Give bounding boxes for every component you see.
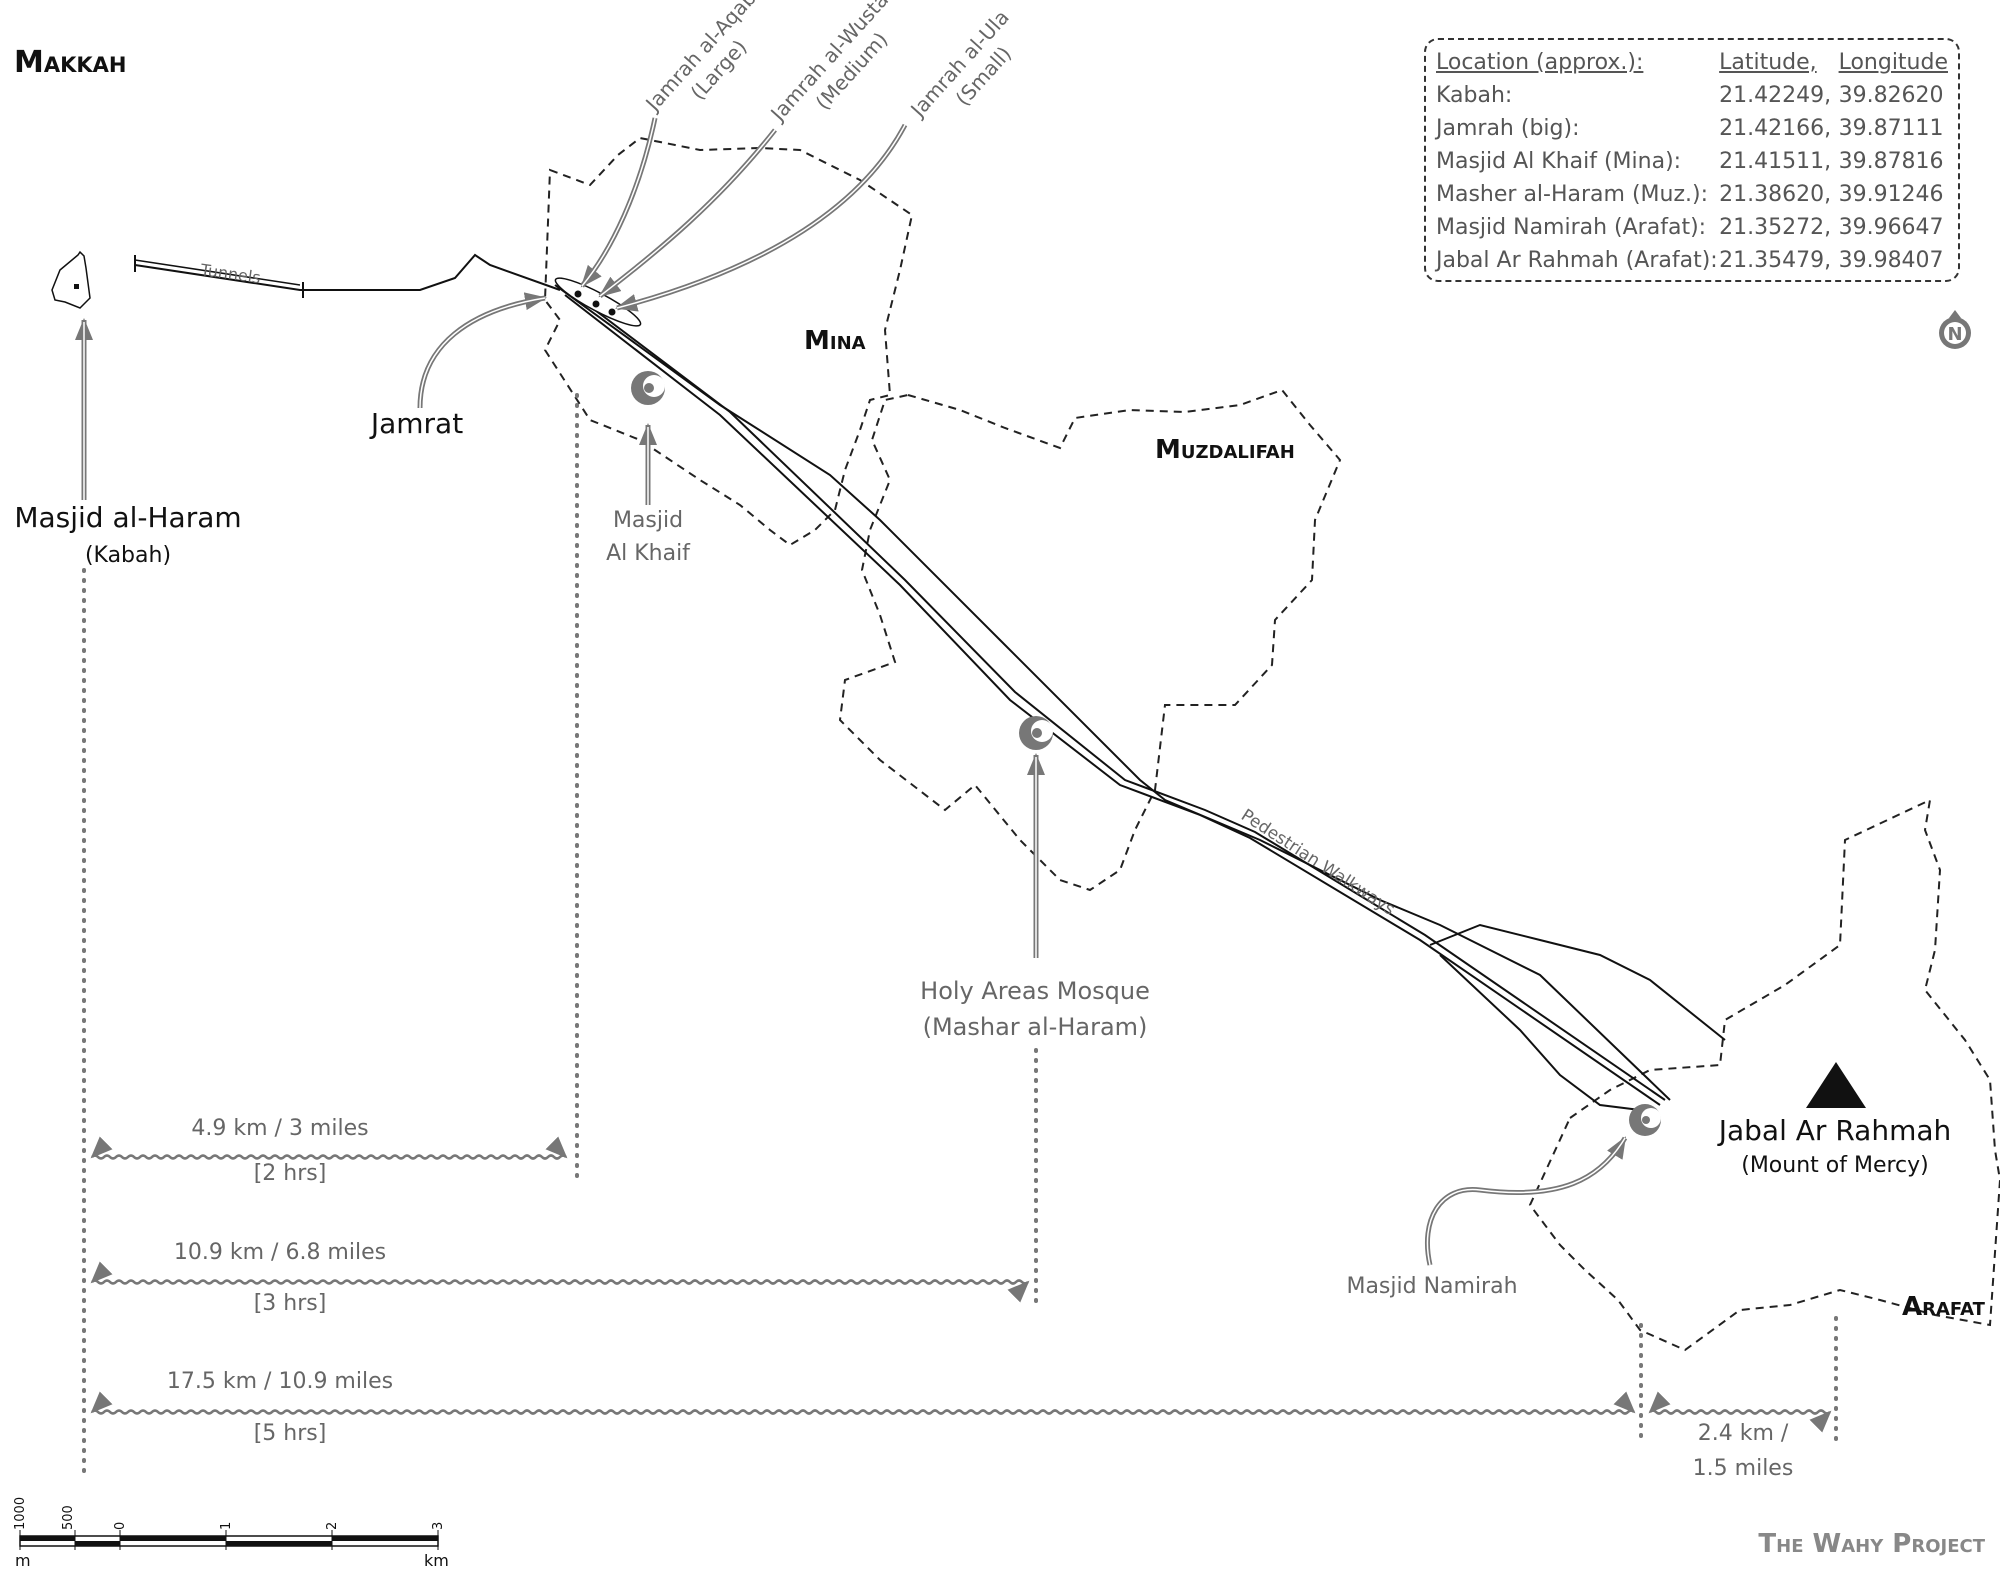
coordinates-legend: Location (approx.): Latitude, Longitude …: [1424, 38, 1960, 282]
table-row: Masjid Al Khaif (Mina): 21.41511, 39.878…: [1436, 145, 1948, 178]
row-latitude: 21.38620,: [1719, 182, 1832, 207]
crescent-icon: [1629, 1104, 1661, 1136]
distance-rahmah-1: 2.4 km /: [1698, 1421, 1789, 1446]
row-longitude: 39.98407: [1838, 248, 1944, 273]
walkways-label: Pedestrian Walkways: [1237, 805, 1398, 919]
scale-tick-1000: 1000: [13, 1497, 28, 1530]
header-location: Location (approx.):: [1436, 50, 1644, 75]
scale-tick-0: 0: [113, 1522, 128, 1530]
tunnel-road: [134, 253, 561, 291]
khaif-label-1: Masjid: [613, 508, 683, 533]
table-row: Masher al-Haram (Muz.): 21.38620, 39.912…: [1436, 178, 1948, 211]
crescent-icon: [1019, 716, 1053, 750]
jamrah-aqabah-label-1: Jamrah al-Aqabah: [640, 0, 778, 117]
row-longitude: 39.87816: [1838, 149, 1944, 174]
distance-jamrat: 4.9 km / 3 miles: [191, 1116, 368, 1141]
scale-unit-km: km: [424, 1551, 449, 1570]
table-row: Jamrah (big): 21.42166, 39.87111: [1436, 112, 1948, 145]
row-latitude: 21.35479,: [1719, 248, 1832, 273]
coordinates-table: Location (approx.): Latitude, Longitude …: [1436, 46, 1948, 277]
arafat-branch-road: [1429, 923, 1726, 1041]
table-row: Masjid Namirah (Arafat): 21.35272, 39.96…: [1436, 211, 1948, 244]
jamrat-label: Jamrat: [369, 407, 463, 440]
row-latitude: 21.35272,: [1719, 215, 1832, 240]
row-longitude: 39.96647: [1838, 215, 1944, 240]
distance-rahmah-2: 1.5 miles: [1693, 1456, 1794, 1481]
kabah-icon: [51, 250, 91, 309]
footer-credit: The Wahy Project: [1758, 1529, 1985, 1559]
compass-letter: N: [1947, 324, 1962, 345]
time-jamrat: [2 hrs]: [254, 1161, 327, 1186]
header-latitude: Latitude,: [1719, 50, 1817, 75]
crescent-icon: [631, 371, 665, 405]
row-latitude: 21.42249,: [1719, 83, 1832, 108]
region-makkah: Makkah: [14, 45, 126, 80]
table-row: Jabal Ar Rahmah (Arafat): 21.35479, 39.9…: [1436, 244, 1948, 277]
time-arafat: [5 hrs]: [254, 1421, 327, 1446]
scale-tick-2: 2: [325, 1522, 340, 1530]
masjid-al-haram-label: Masjid al-Haram: [14, 501, 241, 534]
table-row: Kabah: 21.42249, 39.82620: [1436, 79, 1948, 112]
row-location: Jabal Ar Rahmah (Arafat):: [1436, 248, 1718, 273]
triangle-icon: [1806, 1062, 1866, 1108]
distance-arrow-rahmah: [1648, 1391, 1832, 1433]
region-muzdalifah: Muzdalifah: [1155, 435, 1295, 465]
row-location: Jamrah (big):: [1436, 116, 1580, 141]
header-longitude: Longitude: [1838, 50, 1948, 75]
kabah-label: (Kabah): [85, 543, 171, 568]
holy-areas-label-1: Holy Areas Mosque: [920, 977, 1150, 1005]
muzdalifah-boundary: [838, 388, 1342, 892]
row-longitude: 39.87111: [1838, 116, 1944, 141]
row-longitude: 39.82620: [1838, 83, 1944, 108]
arafat-loop-road: [1439, 954, 1641, 1111]
distance-arrow-jamrat: [90, 1136, 568, 1160]
scale-tick-3: 3: [431, 1522, 446, 1530]
row-location: Masjid Al Khaif (Mina):: [1436, 149, 1682, 174]
row-location: Masjid Namirah (Arafat):: [1436, 215, 1707, 240]
arafat-boundary: [1528, 798, 2000, 1352]
jamrah-wusta-dot: [592, 300, 600, 308]
distance-muzdalifah: 10.9 km / 6.8 miles: [174, 1240, 386, 1265]
holy-areas-label-2: (Mashar al-Haram): [923, 1013, 1148, 1041]
pedestrian-walkway-2: [574, 294, 1666, 1101]
row-longitude: 39.91246: [1838, 182, 1944, 207]
tunnels-label: Tunnels: [198, 260, 261, 287]
time-muzdalifah: [3 hrs]: [254, 1291, 327, 1316]
distance-arrow-muzdalifah: [90, 1261, 1030, 1303]
mina-boundary: [543, 136, 914, 547]
tunnel-road-inner: [134, 259, 301, 286]
guide-lines: [82, 393, 1838, 1477]
row-latitude: 21.41511,: [1719, 149, 1832, 174]
compass-icon: N: [1939, 310, 1971, 349]
table-header-row: Location (approx.): Latitude, Longitude: [1436, 46, 1948, 79]
scale-unit-m: m: [15, 1551, 31, 1570]
scale-bar: 1000 500 0 1 2 3 m km: [13, 1497, 449, 1570]
namirah-label: Masjid Namirah: [1346, 1274, 1517, 1299]
pedestrian-walkway: [564, 294, 1661, 1106]
row-location: Kabah:: [1436, 83, 1513, 108]
distance-arafat: 17.5 km / 10.9 miles: [167, 1369, 393, 1394]
rahmah-label-2: (Mount of Mercy): [1741, 1153, 1929, 1178]
scale-tick-1: 1: [219, 1522, 234, 1530]
jamrah-ula-dot: [608, 308, 616, 316]
row-latitude: 21.42166,: [1719, 116, 1832, 141]
row-location: Masher al-Haram (Muz.):: [1436, 182, 1708, 207]
region-arafat: Arafat: [1902, 1292, 1986, 1322]
rahmah-label-1: Jabal Ar Rahmah: [1717, 1114, 1952, 1147]
jamrah-aqabah-dot: [574, 290, 582, 298]
scale-tick-500: 500: [61, 1505, 76, 1530]
distance-arrow-arafat: [90, 1391, 1636, 1415]
khaif-label-2: Al Khaif: [606, 541, 691, 566]
region-mina: Mina: [804, 326, 866, 356]
